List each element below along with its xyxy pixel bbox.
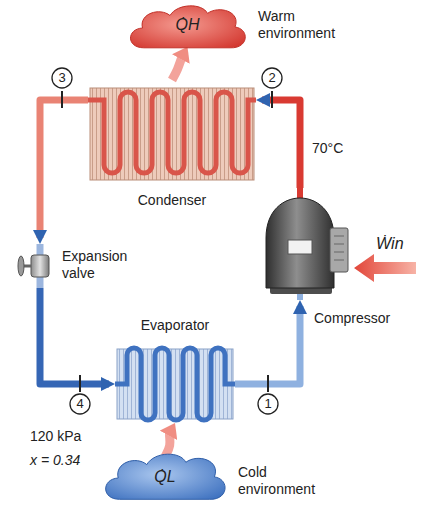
refrigerant-pipe — [262, 100, 300, 188]
refrigerant-pipe — [40, 288, 109, 384]
state-number: 3 — [51, 67, 73, 89]
compressor-outline — [252, 188, 348, 300]
state-tick — [61, 91, 63, 108]
evaporator-coil-outline — [115, 345, 235, 423]
compressor: Compressor — [252, 188, 348, 300]
state-number: 1 — [257, 393, 279, 415]
state-number: 1 — [257, 396, 279, 412]
evaporator-coil: Evaporator — [115, 345, 235, 423]
work-arrow — [354, 254, 416, 282]
refrigerant-pipe — [40, 100, 88, 238]
component-label: Expansion valve — [62, 248, 136, 282]
heat-symbol: Q̇H — [125, 15, 250, 34]
state-tick — [267, 375, 269, 392]
heat-symbol: Q̇L — [100, 467, 230, 486]
refrigerant-pipe — [235, 306, 300, 384]
component-label: Condenser — [88, 192, 256, 209]
condenser-coil: Condenser — [88, 80, 256, 185]
heat-arrow — [165, 432, 170, 457]
state-number: 2 — [261, 70, 283, 86]
environment-label: Cold environment — [238, 464, 342, 498]
temperature-label: 70°C — [310, 140, 345, 157]
environment-label: Warm environment — [258, 8, 362, 42]
cold-environment-cloud: Q̇LCold environment — [100, 450, 230, 506]
condenser-coil-outline — [88, 80, 256, 185]
state-number: 4 — [69, 396, 91, 412]
heat-arrow — [172, 56, 183, 80]
state-number: 2 — [261, 67, 283, 89]
state-property: x = 0.34 — [30, 452, 80, 469]
state-tick — [79, 375, 81, 392]
expansion-valve: Expansion valve — [16, 244, 136, 288]
state-number: 4 — [69, 393, 91, 415]
component-label: Evaporator — [115, 317, 235, 334]
state-tick — [271, 91, 273, 108]
state-property: 120 kPa — [30, 428, 81, 445]
component-label: Compressor — [314, 310, 390, 327]
warm-environment-cloud: Q̇HWarm environment — [125, 2, 250, 54]
work-label: Ẇin — [376, 234, 404, 253]
state-number: 3 — [51, 70, 73, 86]
